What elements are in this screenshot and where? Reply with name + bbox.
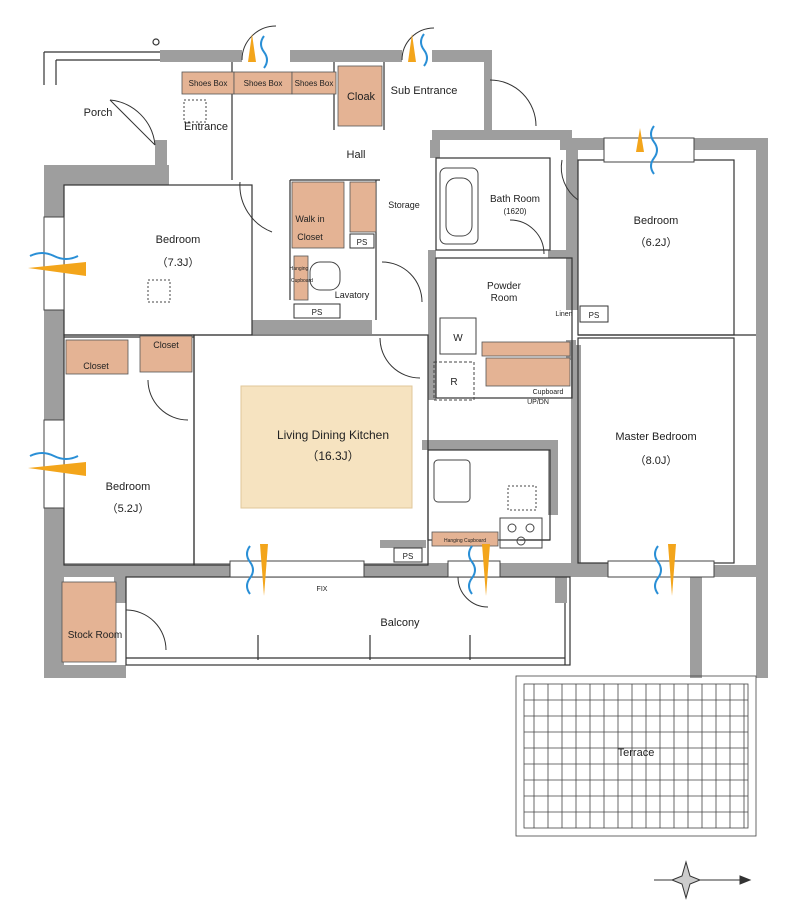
bedroom-west-size: （7.3J） — [157, 256, 200, 269]
stock-room-label: Stock Room — [68, 630, 122, 641]
windows — [43, 137, 715, 578]
shoes-box-label-1: Shoes Box — [189, 79, 228, 88]
ps-label-1: PS — [357, 238, 368, 247]
washer-icon — [439, 317, 477, 355]
ps-label-3: PS — [589, 311, 600, 320]
master-bedroom-size: （8.0J） — [635, 454, 678, 467]
wind-waves — [29, 33, 662, 595]
hall-label: Hall — [347, 149, 366, 161]
ldk-area — [240, 385, 413, 509]
cupboard-storage — [485, 357, 571, 387]
hanging-cupboard-storage — [431, 531, 499, 547]
powder-counter — [481, 341, 571, 357]
walk-in-closet-label-2: Closet — [297, 232, 323, 242]
storage-fills — [61, 65, 571, 663]
airflow-arrows — [28, 34, 676, 596]
shoes-box-3 — [291, 71, 337, 95]
toilet-icon — [309, 261, 341, 291]
linen-label: Linen — [555, 311, 572, 318]
room-labels: Porch Entrance Hall Cloak Sub Entrance S… — [68, 79, 697, 759]
walk-in-closet-label-1: Walk in — [295, 214, 324, 224]
master-bedroom-label: Master Bedroom — [615, 431, 696, 443]
cloak-storage — [337, 65, 383, 127]
cloak-label: Cloak — [347, 91, 376, 103]
powder-room-label-2: Room — [491, 293, 518, 304]
sink-icon — [433, 459, 471, 503]
bedroom-south-label: Bedroom — [106, 481, 151, 493]
porch-label: Porch — [84, 107, 113, 119]
ps-boxes — [293, 233, 609, 563]
bedroom-west-label: Bedroom — [156, 234, 201, 246]
storage-closet — [349, 181, 377, 233]
ps-label-2: PS — [312, 308, 323, 317]
walk-in-closet-storage — [291, 181, 345, 249]
lavatory-label: Lavatory — [335, 290, 370, 300]
terrace-grid — [515, 675, 757, 837]
ldk-label: Living Dining Kitchen — [277, 428, 389, 442]
bedroom-east-size: （6.2J） — [635, 236, 678, 249]
bath-room-label: Bath Room — [490, 194, 540, 205]
fridge-label: R — [450, 377, 457, 388]
compass-icon — [654, 860, 752, 900]
hanging-cupboard-label: Hanging Cupboard — [444, 538, 486, 544]
stock-room-storage — [61, 581, 117, 663]
washer-label: W — [453, 333, 463, 344]
closet-label-right: Closet — [153, 340, 179, 350]
hanging-closet-storage — [293, 255, 309, 301]
powder-room-label-1: Powder — [487, 281, 522, 292]
bedroom-east-label: Bedroom — [634, 215, 679, 227]
ps-label-4: PS — [403, 552, 414, 561]
storage-label: Storage — [388, 200, 420, 210]
closet-left — [65, 339, 129, 375]
entrance-label: Entrance — [184, 121, 228, 133]
cupboard-label: Cupboard — [533, 389, 564, 396]
bath-room-size: (1620) — [503, 207, 526, 216]
terrace-label: Terrace — [618, 747, 655, 759]
fixtures — [147, 99, 543, 549]
shoes-box-label-3: Shoes Box — [295, 79, 334, 88]
fridge-icon — [433, 361, 475, 401]
up-dn-label: UP/DN — [527, 399, 549, 406]
bathtub-icon — [439, 167, 479, 245]
fix-label: FIX — [317, 586, 328, 593]
shoes-box-label-2: Shoes Box — [244, 79, 283, 88]
ldk-size: （16.3J） — [306, 449, 359, 463]
cooktop-icon — [499, 517, 543, 549]
sub-entrance-label: Sub Entrance — [391, 85, 458, 97]
hanging-closet-label-2: Cupboard — [291, 278, 313, 284]
hanging-closet-label-1: Hanging — [290, 266, 309, 272]
closet-label-left: Closet — [83, 361, 109, 371]
bedroom-south-size: （5.2J） — [107, 502, 150, 515]
balcony-label: Balcony — [380, 617, 420, 629]
closet-right — [139, 335, 193, 373]
